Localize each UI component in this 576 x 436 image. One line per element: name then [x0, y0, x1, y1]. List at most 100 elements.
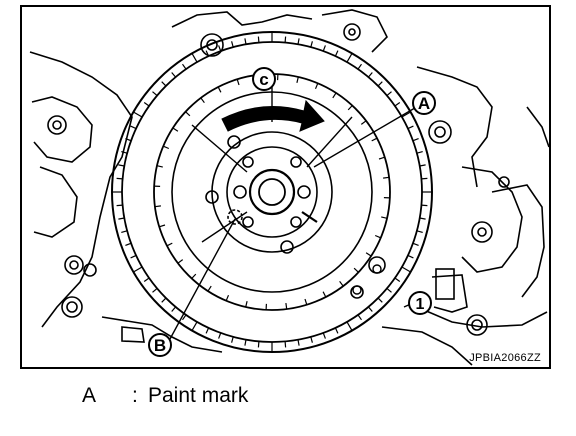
scale-tick — [346, 53, 353, 63]
legend-separator: : — [132, 384, 138, 407]
timing-mark-b — [227, 209, 243, 225]
inner-scale-tick — [172, 127, 179, 132]
scale-tick — [143, 277, 150, 282]
inner-scale-tick — [163, 145, 170, 150]
inner-scale-tick — [185, 111, 191, 117]
scale-tick — [182, 314, 187, 321]
scale-tick — [377, 81, 383, 87]
callout-c: c — [252, 67, 276, 91]
scale-tick — [244, 38, 247, 45]
scale-tick — [419, 164, 426, 167]
scale-tick — [386, 91, 392, 97]
scale-tick — [346, 321, 353, 331]
crankshaft-pulley-diagram: A B c 1 — [29, 9, 549, 366]
scale-tick — [284, 341, 287, 348]
engine-block-left — [29, 51, 223, 353]
scale-tick — [205, 327, 210, 334]
leader-lines — [169, 104, 423, 340]
inner-scale-tick — [374, 234, 381, 239]
scale-tick — [421, 177, 428, 180]
inner-scale-tick — [159, 224, 166, 228]
inner-scale-tick — [365, 252, 372, 257]
scale-tick — [322, 45, 326, 52]
scale-tick — [419, 217, 426, 220]
inner-scale-tick — [245, 301, 248, 308]
callout-c-label: c — [259, 70, 268, 89]
timing-scale-ticks — [112, 32, 432, 352]
legend-description-a: Paint mark — [148, 384, 249, 407]
scale-tick — [412, 242, 419, 246]
inner-scale-tick — [166, 242, 173, 247]
scale-tick — [125, 242, 132, 246]
scale-tick — [416, 151, 423, 154]
scale-tick — [152, 91, 158, 97]
scale-tick — [133, 266, 143, 273]
engine-block-top — [171, 9, 388, 57]
scale-tick — [143, 102, 150, 107]
scale-tick — [116, 204, 123, 207]
inner-scale-tick — [236, 79, 240, 86]
inner-scale-tick — [360, 120, 367, 125]
scale-tick — [257, 36, 260, 43]
scale-tick — [386, 287, 392, 293]
inner-scale-tick — [200, 97, 205, 104]
inner-scale-tick — [191, 273, 197, 279]
scale-tick — [310, 41, 313, 48]
scale-tick — [322, 332, 326, 339]
scale-tick — [191, 321, 198, 331]
scale-tick — [121, 230, 128, 233]
scale-tick — [133, 111, 143, 118]
scale-tick — [125, 138, 132, 142]
inner-scale-tick — [371, 137, 378, 142]
inner-scale-tick — [353, 267, 359, 273]
scale-tick — [152, 287, 158, 293]
scale-tick — [334, 327, 339, 334]
callout-a-label: A — [418, 94, 430, 113]
scale-tick — [407, 254, 414, 259]
scale-tick — [412, 138, 419, 142]
scale-tick — [367, 306, 373, 312]
inner-scale-tick — [381, 216, 388, 219]
scale-tick — [116, 177, 123, 180]
figure-code: JPBIA2066ZZ — [469, 352, 541, 364]
scale-tick — [257, 341, 260, 348]
scale-tick — [231, 41, 234, 48]
scale-tick — [161, 297, 167, 303]
scale-tick — [284, 36, 287, 43]
scale-tick — [218, 45, 222, 52]
scale-tick — [334, 50, 339, 57]
inner-scale-tick — [285, 303, 288, 310]
scale-tick — [416, 230, 423, 233]
inner-scale-tick — [332, 92, 337, 99]
callout-1: 1 — [408, 291, 432, 315]
scale-tick — [421, 204, 428, 207]
inner-scale-tick — [296, 76, 299, 83]
scale-tick — [130, 254, 137, 259]
scale-tick — [407, 125, 414, 130]
inner-scale-tick — [154, 205, 161, 208]
scale-tick — [357, 63, 362, 70]
scale-tick — [394, 102, 401, 107]
scale-tick — [218, 332, 222, 339]
diagram-frame: A B c 1 JPBIA2066ZZ — [20, 5, 551, 369]
inner-scale-tick — [207, 285, 212, 292]
engine-block-right — [350, 66, 549, 366]
scale-tick — [171, 72, 177, 78]
scale-tick — [191, 53, 198, 63]
scale-tick — [367, 72, 373, 78]
scale-tick — [310, 336, 313, 343]
inner-scale-tick — [322, 291, 327, 298]
callout-1-label: 1 — [416, 296, 425, 313]
callout-a: A — [412, 91, 436, 115]
inner-scale-tick — [378, 156, 385, 160]
scale-tick — [182, 63, 187, 70]
inner-scale-tick — [347, 105, 353, 111]
scale-tick — [205, 50, 210, 57]
scale-tick — [401, 111, 411, 118]
scale-tick — [171, 306, 177, 312]
scale-tick — [130, 125, 137, 130]
inner-scale-tick — [339, 280, 344, 287]
scale-tick — [357, 314, 362, 321]
scale-tick — [118, 217, 125, 220]
rotation-direction-arrow — [221, 99, 325, 132]
